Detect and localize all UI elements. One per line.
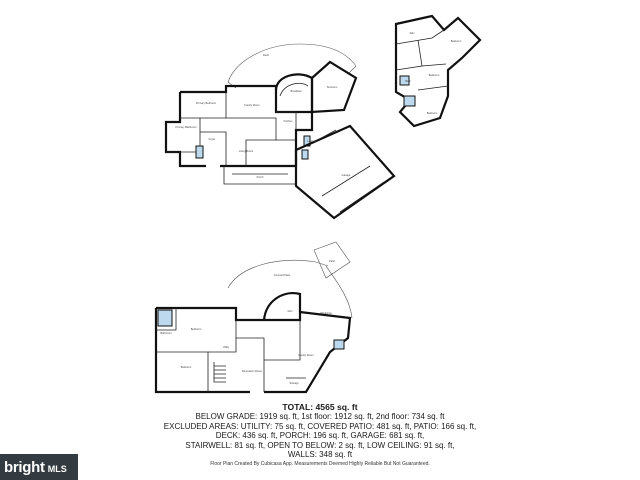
total-area: TOTAL: 4565 sq. ft: [282, 402, 358, 412]
area-line-3: DECK: 436 sq. ft, PORCH: 196 sq. ft, GAR…: [215, 431, 425, 441]
svg-text:Living Room: Living Room: [239, 149, 253, 153]
bright-mls-logo: bright MLS: [0, 454, 78, 480]
second-floor-plan: Attic Bedroom Bedroom Bedroom Bath: [394, 14, 482, 128]
brand-suffix: MLS: [47, 464, 67, 474]
svg-text:Bedroom: Bedroom: [429, 73, 440, 77]
svg-text:Kitchen: Kitchen: [284, 119, 293, 123]
svg-text:Recreation Room: Recreation Room: [242, 369, 262, 373]
svg-text:Storage: Storage: [289, 381, 299, 385]
svg-text:Workshop: Workshop: [320, 311, 332, 315]
svg-text:Bedroom: Bedroom: [427, 111, 438, 115]
svg-text:Garage: Garage: [342, 173, 351, 177]
svg-text:Attic: Attic: [409, 31, 415, 35]
area-line-2: EXCLUDED AREAS: UTILITY: 75 sq. ft, COVE…: [163, 421, 477, 431]
svg-text:Patio: Patio: [329, 259, 335, 263]
area-line-1: BELOW GRADE: 1919 sq. ft, 1st floor: 191…: [195, 412, 445, 421]
area-line-4: STAIRWELL: 81 sq. ft, OPEN TO BELOW: 2 s…: [185, 440, 455, 450]
floor-plan-drawing: Primary Bedroom Primary Bathroom Family …: [154, 14, 482, 394]
svg-text:Deck: Deck: [263, 53, 270, 57]
svg-text:Den: Den: [288, 309, 293, 313]
svg-text:Bedroom: Bedroom: [451, 39, 462, 43]
svg-text:Bathroom: Bathroom: [160, 331, 171, 335]
svg-text:Utility: Utility: [223, 345, 230, 349]
area-line-5: WALLS: 348 sq. ft: [287, 450, 353, 460]
svg-text:Breakfast: Breakfast: [291, 89, 302, 93]
svg-text:Foyer: Foyer: [209, 137, 216, 141]
svg-text:Family Room: Family Room: [298, 353, 313, 357]
svg-text:Primary Bedroom: Primary Bedroom: [196, 101, 216, 105]
brand-name: bright: [4, 458, 45, 476]
svg-text:Primary Bathroom: Primary Bathroom: [176, 125, 197, 129]
svg-text:Family Room: Family Room: [244, 103, 259, 107]
svg-text:Bedroom: Bedroom: [191, 327, 202, 331]
square-footage-summary: TOTAL: 4565 sq. ft BELOW GRADE: 1919 sq.…: [0, 402, 640, 460]
svg-text:Bath: Bath: [405, 79, 411, 83]
svg-text:Bedroom: Bedroom: [181, 365, 192, 369]
svg-text:Porch: Porch: [257, 175, 264, 179]
first-floor-plan: Primary Bedroom Primary Bathroom Family …: [164, 43, 396, 220]
lower-level-plan: Covered Patio Patio Den Workshop Bedroom…: [154, 241, 353, 394]
svg-text:Covered Patio: Covered Patio: [274, 273, 291, 277]
svg-text:Sunroom: Sunroom: [327, 85, 338, 89]
svg-text:Laundry: Laundry: [307, 139, 317, 143]
credit-text: Floor Plan Created By Cubicasa App. Meas…: [210, 461, 430, 467]
